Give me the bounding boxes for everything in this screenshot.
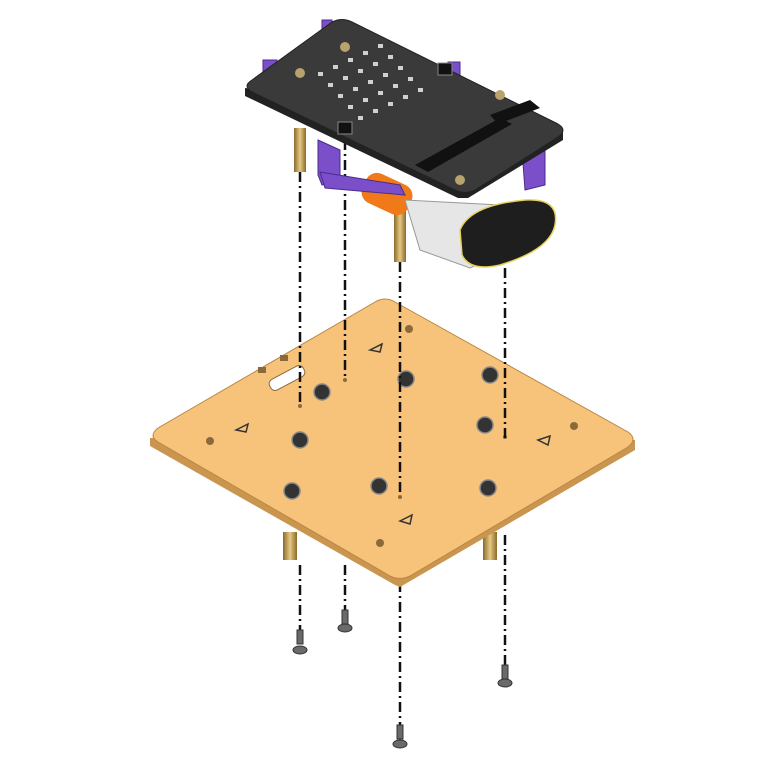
buttons: [337, 62, 453, 135]
led: [418, 88, 423, 92]
led: [373, 62, 378, 66]
led: [378, 44, 383, 48]
led: [398, 66, 403, 70]
led: [363, 51, 368, 55]
led: [348, 58, 353, 62]
lower-standoffs: [283, 532, 497, 560]
led: [318, 72, 323, 76]
led: [358, 116, 363, 120]
led: [393, 84, 398, 88]
nuts: [283, 366, 499, 500]
led: [383, 73, 388, 77]
controller-board: [245, 19, 564, 198]
led: [338, 94, 343, 98]
led: [363, 98, 368, 102]
led: [368, 80, 373, 84]
led: [403, 95, 408, 99]
triangle-marks: [233, 342, 552, 525]
board-screws: [295, 42, 505, 185]
guide-lines-lower: [298, 535, 507, 725]
led-matrix: [318, 44, 423, 120]
led: [333, 65, 338, 69]
led: [388, 55, 393, 59]
screws: [292, 609, 513, 749]
base-plate: [150, 298, 635, 587]
led: [373, 109, 378, 113]
edge-connector: [415, 118, 512, 172]
led: [388, 102, 393, 106]
led: [408, 77, 413, 81]
led: [358, 69, 363, 73]
led: [348, 105, 353, 109]
led: [378, 91, 383, 95]
led: [353, 87, 358, 91]
led: [328, 83, 333, 87]
led: [343, 76, 348, 80]
